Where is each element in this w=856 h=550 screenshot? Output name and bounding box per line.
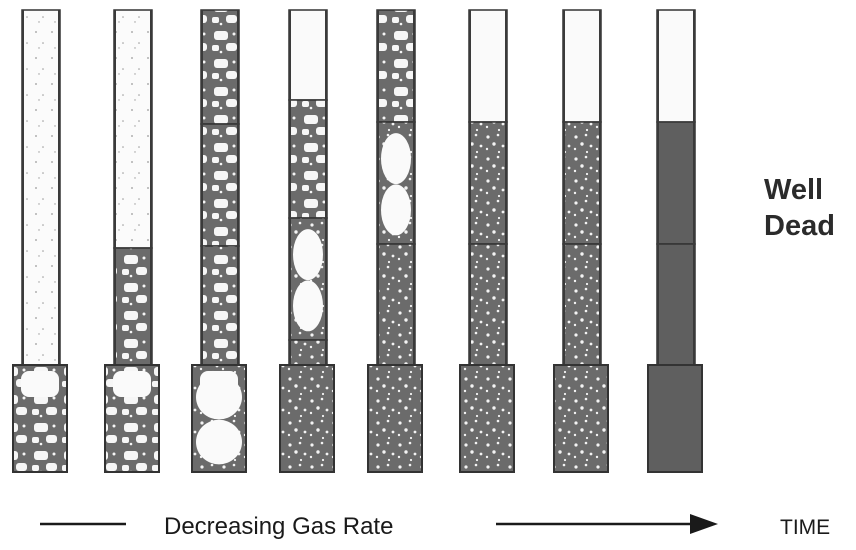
tubing-segment-4-2 bbox=[288, 99, 328, 219]
casing-section-5 bbox=[367, 364, 423, 473]
tubing-segment-3-1 bbox=[200, 9, 240, 125]
time-label: TIME bbox=[780, 516, 830, 539]
casing-section-8 bbox=[647, 364, 703, 473]
casing-section-4 bbox=[279, 364, 335, 473]
taylor-bubble-3-casing-0 bbox=[196, 374, 242, 420]
time-arrow-group: Decreasing Gas Rate TIME bbox=[40, 513, 830, 540]
well-column-3 bbox=[191, 9, 247, 473]
casing-section-7 bbox=[553, 364, 609, 473]
well-dead-line1: Well bbox=[764, 174, 824, 206]
well-dead-line2: Dead bbox=[764, 210, 835, 242]
taylor-bubble-3-casing-1 bbox=[196, 419, 242, 465]
well-column-7 bbox=[553, 9, 609, 473]
tubing-segment-7-2 bbox=[562, 121, 602, 245]
time-arrow-head-icon bbox=[690, 514, 718, 534]
taylor-bubble-4-2-0 bbox=[293, 229, 323, 281]
tubing-segment-2-1 bbox=[113, 9, 153, 249]
tubing-segment-5-1 bbox=[376, 9, 416, 123]
well-column-8 bbox=[647, 9, 703, 473]
tubing-segment-4-1 bbox=[288, 9, 328, 101]
well-column-1 bbox=[12, 9, 68, 473]
tubing-segment-2-2 bbox=[113, 247, 153, 366]
tubing-segment-8-2 bbox=[656, 121, 696, 245]
well-column-6 bbox=[459, 9, 515, 473]
taylor-bubble-5-1-0 bbox=[381, 133, 411, 185]
axis-caption: Decreasing Gas Rate bbox=[164, 513, 393, 540]
tubing-segment-8-1 bbox=[656, 9, 696, 123]
tubing-segment-4-4 bbox=[288, 339, 328, 366]
tubing-segment-7-3 bbox=[562, 243, 602, 366]
well-column-5 bbox=[367, 9, 423, 473]
taylor-bubble-5-1-1 bbox=[381, 184, 411, 236]
casing-section-6 bbox=[459, 364, 515, 473]
tubing-segment-8-3 bbox=[656, 243, 696, 366]
tubing-segment-6-3 bbox=[468, 243, 508, 366]
tubing-segment-1-1 bbox=[21, 9, 61, 366]
casing-gas-pocket-1 bbox=[21, 371, 59, 397]
taylor-bubble-4-2-1 bbox=[293, 280, 323, 332]
well-column-4 bbox=[279, 9, 335, 473]
well-dead-label: Well Dead bbox=[764, 172, 835, 244]
tubing-segment-6-2 bbox=[468, 121, 508, 245]
tubing-segment-3-3 bbox=[200, 245, 240, 366]
tubing-segment-6-1 bbox=[468, 9, 508, 123]
tubing-segment-5-3 bbox=[376, 243, 416, 366]
tubing-segment-7-1 bbox=[562, 9, 602, 123]
tubing-segment-3-2 bbox=[200, 123, 240, 247]
well-column-2 bbox=[104, 9, 160, 473]
casing-gas-pocket-2 bbox=[113, 371, 151, 397]
